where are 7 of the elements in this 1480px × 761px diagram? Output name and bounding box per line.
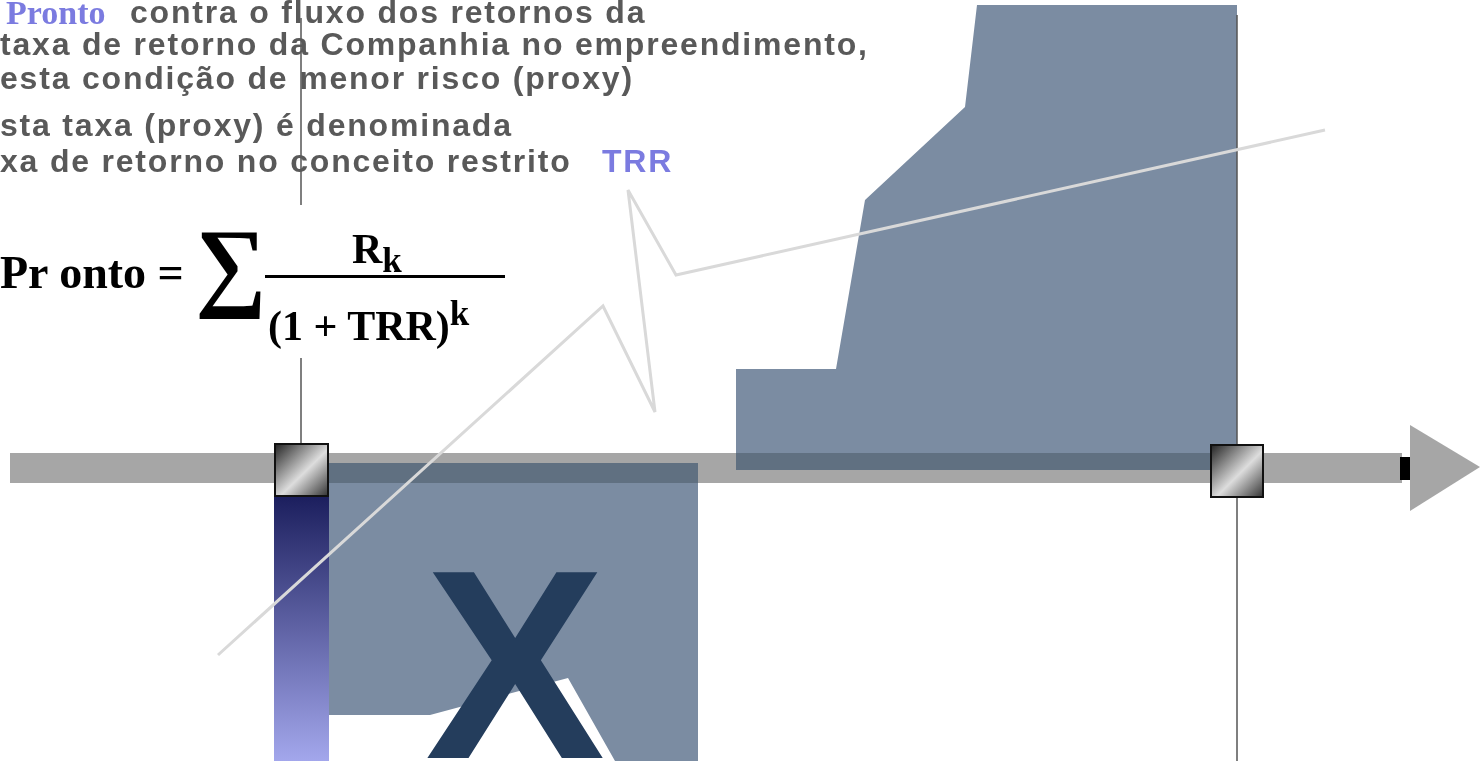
text-line: contra o fluxo dos retornos da bbox=[130, 0, 647, 28]
highlighted-term: Pronto bbox=[6, 0, 106, 30]
formula-denominator: (1 + TRR)$^{k}$ bbox=[268, 296, 470, 347]
formula-text: Pr onto = bbox=[0, 250, 184, 296]
highlighted-term: TRR bbox=[602, 145, 674, 177]
formula-numerator: R$_{k}$ bbox=[352, 228, 402, 279]
text-line: sta taxa (proxy) é denominada bbox=[0, 109, 513, 141]
